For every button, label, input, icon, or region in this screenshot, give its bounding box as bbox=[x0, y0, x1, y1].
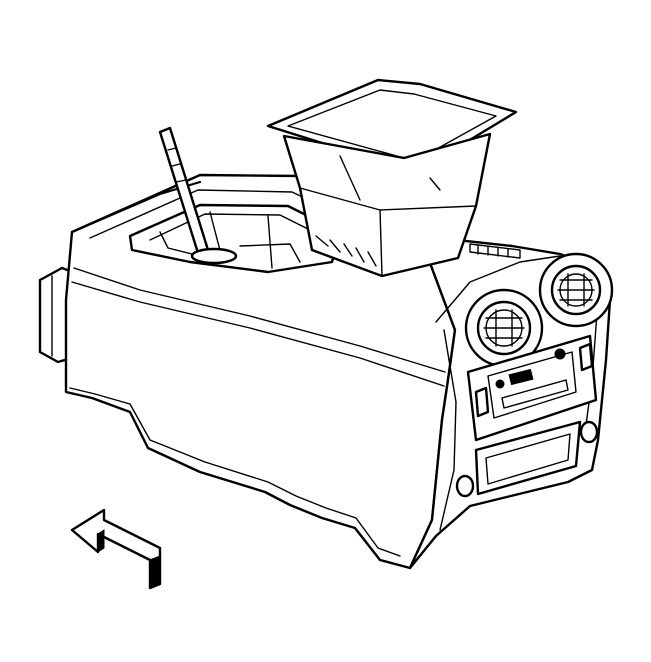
forward-arrow-icon bbox=[70, 508, 162, 590]
shift-lever bbox=[158, 126, 238, 265]
cupholder-insert bbox=[266, 78, 518, 278]
lower-storage-bin bbox=[455, 420, 599, 498]
right-air-vent bbox=[538, 252, 614, 328]
left-knob-icon bbox=[455, 474, 475, 498]
radio-control-panel bbox=[466, 334, 598, 442]
left-air-vent bbox=[464, 288, 544, 368]
right-knob-icon bbox=[579, 420, 599, 444]
top-tray-opening bbox=[128, 203, 342, 274]
